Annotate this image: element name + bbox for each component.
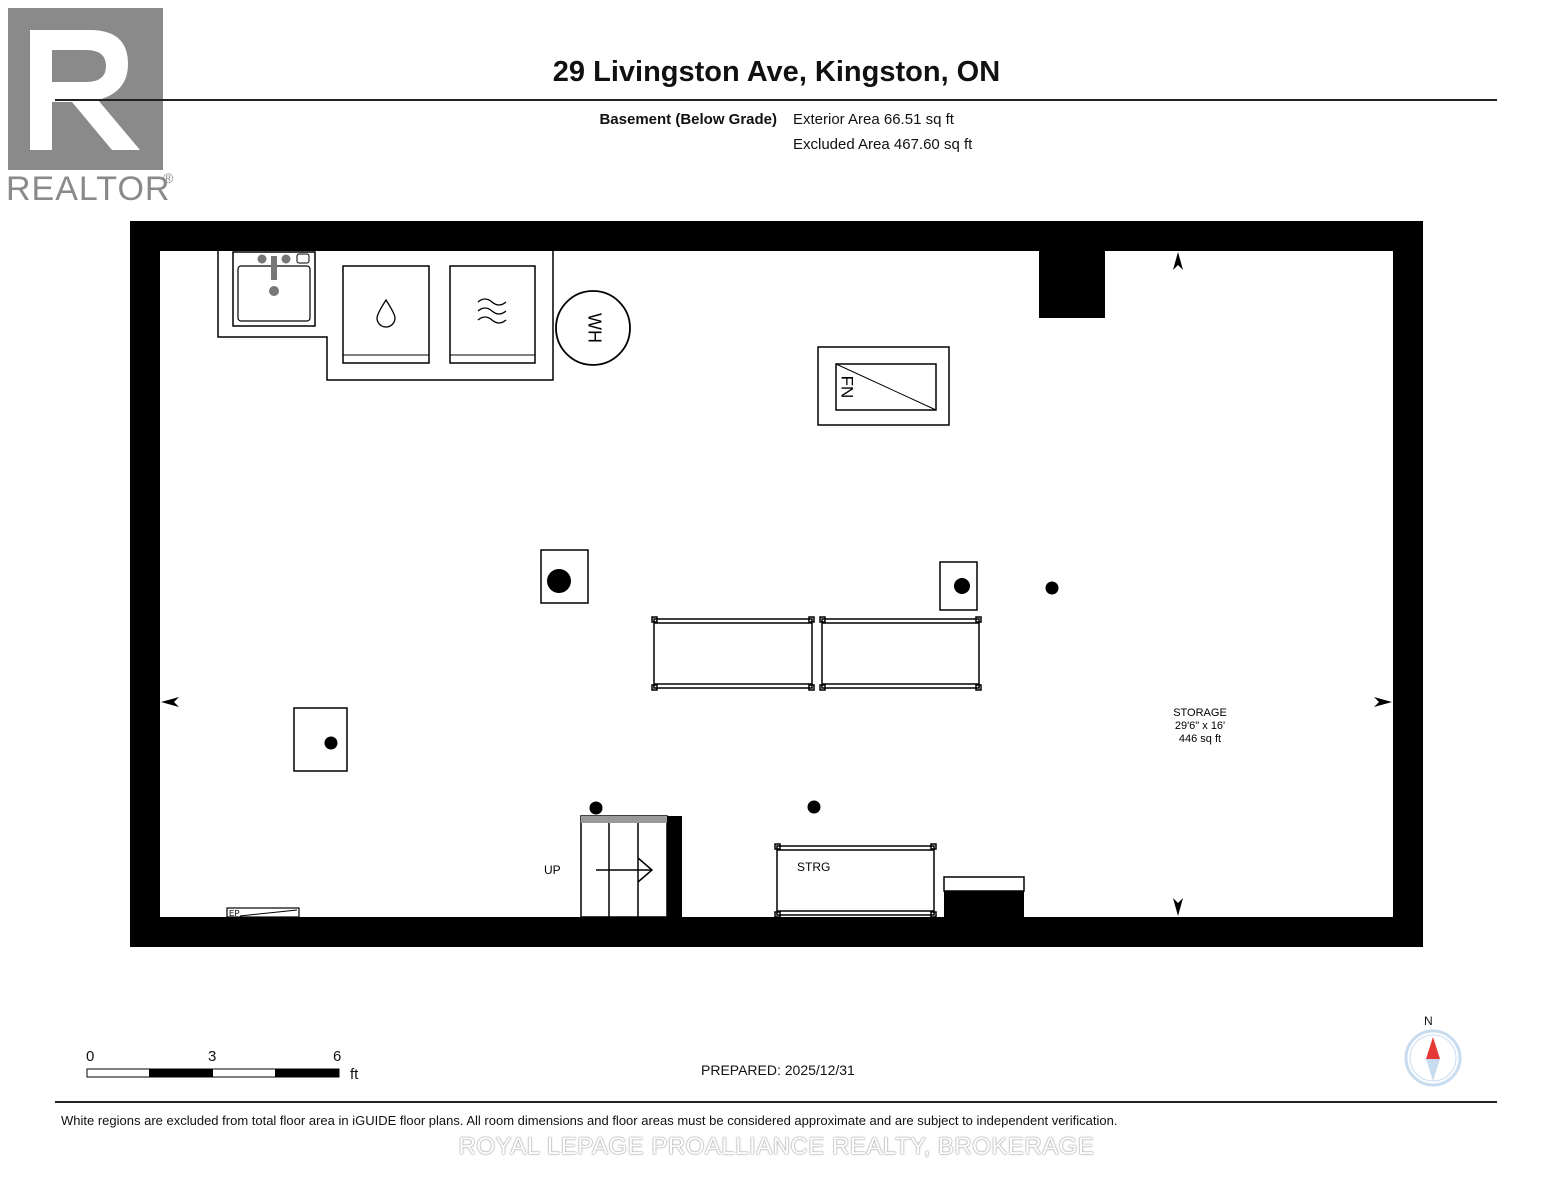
scale-bar (86, 1068, 340, 1078)
room-area: 446 sq ft (1179, 733, 1221, 745)
room-name: STORAGE (1173, 707, 1227, 719)
scale-tick-label: 0 (86, 1048, 95, 1065)
utility-box (943, 876, 1025, 892)
chimney (1039, 251, 1105, 318)
header-divider (55, 99, 1497, 101)
counter (217, 251, 554, 381)
dimension-arrow-icon (161, 252, 1392, 916)
page-title: 29 Livingston Ave, Kingston, ON (552, 56, 1001, 88)
utility-box-base (944, 891, 1024, 917)
scale-unit: ft (350, 1066, 359, 1083)
excluded-area: Excluded Area 467.60 sq ft (793, 136, 973, 153)
support-post (293, 707, 348, 772)
shelving-unit (651, 616, 815, 691)
floor-plan: WH FN STRG (130, 221, 1423, 947)
exterior-area: Exterior Area 66.51 sq ft (793, 111, 954, 128)
scale-tick-label: 6 (333, 1048, 342, 1065)
storage-unit-label: STRG (797, 860, 830, 874)
furnace-icon: FN (817, 346, 950, 426)
floor-name: Basement (Below Grade) (599, 111, 777, 128)
realtor-registered-mark: ® (163, 170, 174, 186)
support-post (939, 561, 978, 611)
furnace-label: FN (838, 376, 857, 399)
sink-icon (232, 251, 316, 327)
scale-tick-label: 3 (208, 1048, 217, 1065)
heater-icon (449, 265, 536, 364)
compass-icon (1404, 1029, 1462, 1087)
stairs-label: UP (544, 863, 561, 877)
compass-north-label: N (1424, 1014, 1433, 1028)
column-dot (1045, 581, 1059, 595)
water-softener-icon (342, 265, 430, 364)
realtor-wordmark: REALTOR (6, 170, 171, 208)
water-heater-label: WH (584, 313, 604, 343)
shelving-unit (819, 616, 982, 691)
water-heater-icon: WH (555, 290, 631, 366)
column-dot (589, 801, 603, 815)
brokerage-watermark: ROYAL LEPAGE PROALLIANCE REALTY, BROKERA… (458, 1133, 1095, 1160)
prepared-date: PREPARED: 2025/12/31 (701, 1062, 855, 1078)
exterior-walls (130, 221, 1423, 947)
disclaimer: White regions are excluded from total fl… (61, 1113, 1118, 1128)
column-dot (807, 800, 821, 814)
realtor-logo (8, 8, 163, 170)
electrical-panel (226, 907, 300, 918)
electrical-panel-label: EP (229, 909, 240, 918)
footer-divider (55, 1101, 1497, 1103)
storage-unit (774, 843, 937, 918)
room-dimensions: 29'6" x 16' (1175, 720, 1225, 732)
support-post (540, 549, 589, 604)
staircase (580, 815, 682, 918)
